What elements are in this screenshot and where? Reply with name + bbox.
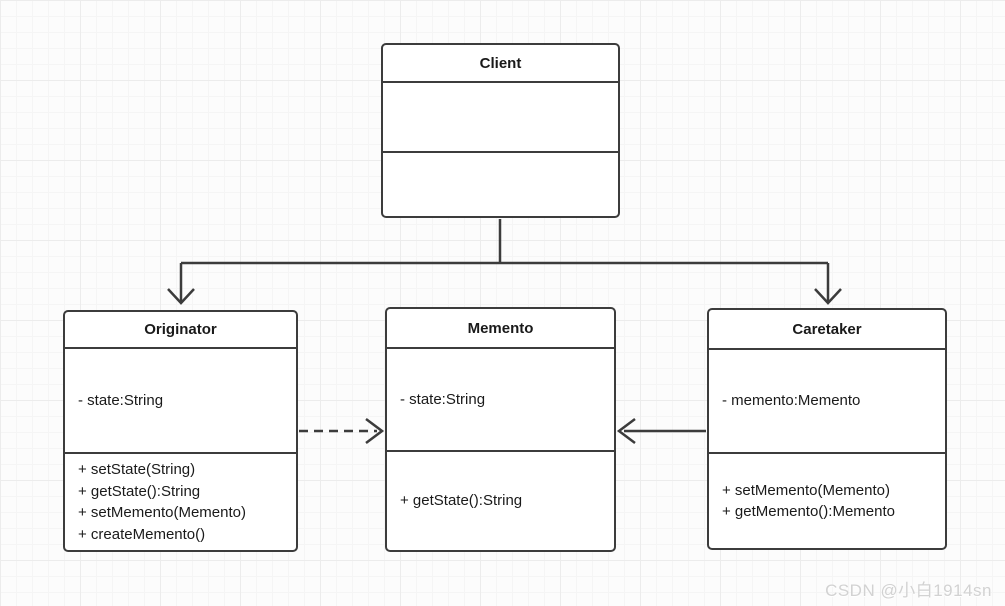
method-item: + setState(String) xyxy=(78,461,196,478)
class-methods-compartment: + setMemento(Memento) + getMemento():Mem… xyxy=(709,454,945,548)
method-item: + getMemento():Memento xyxy=(722,503,895,520)
open-arrowhead-icon xyxy=(365,418,385,444)
class-box-memento: Memento - state:String + getState():Stri… xyxy=(385,307,616,552)
class-box-client: Client xyxy=(381,43,620,218)
class-title: Caretaker xyxy=(709,310,945,350)
class-methods-compartment: + getState():String xyxy=(387,452,614,550)
method-item: + setMemento(Memento) xyxy=(78,504,246,521)
class-attributes-compartment: - state:String xyxy=(65,349,296,454)
open-arrowhead-icon xyxy=(167,288,195,305)
class-attributes-compartment: - memento:Memento xyxy=(709,350,945,454)
attribute-item: - memento:Memento xyxy=(722,392,861,410)
class-title: Originator xyxy=(65,312,296,349)
open-arrowhead-icon xyxy=(814,288,842,305)
class-methods-compartment xyxy=(383,153,618,216)
class-box-originator: Originator - state:String + setState(Str… xyxy=(63,310,298,552)
open-arrowhead-icon xyxy=(616,418,636,444)
class-methods-compartment: + setState(String) + getState():String +… xyxy=(65,454,296,550)
class-title: Client xyxy=(383,45,618,83)
attribute-item: - state:String xyxy=(400,390,486,408)
attribute-item: - state:String xyxy=(78,391,164,409)
class-title: Memento xyxy=(387,309,614,349)
method-item: + getState():String xyxy=(78,482,201,500)
method-item: + createMemento() xyxy=(78,525,206,543)
method-item: + getState():String xyxy=(400,492,523,510)
csdn-watermark: CSDN @小白1914sn xyxy=(825,581,992,600)
class-attributes-compartment: - state:String xyxy=(387,349,614,452)
class-box-caretaker: Caretaker - memento:Memento + setMemento… xyxy=(707,308,947,550)
class-attributes-compartment xyxy=(383,83,618,153)
method-item: + setMemento(Memento) xyxy=(722,481,890,499)
